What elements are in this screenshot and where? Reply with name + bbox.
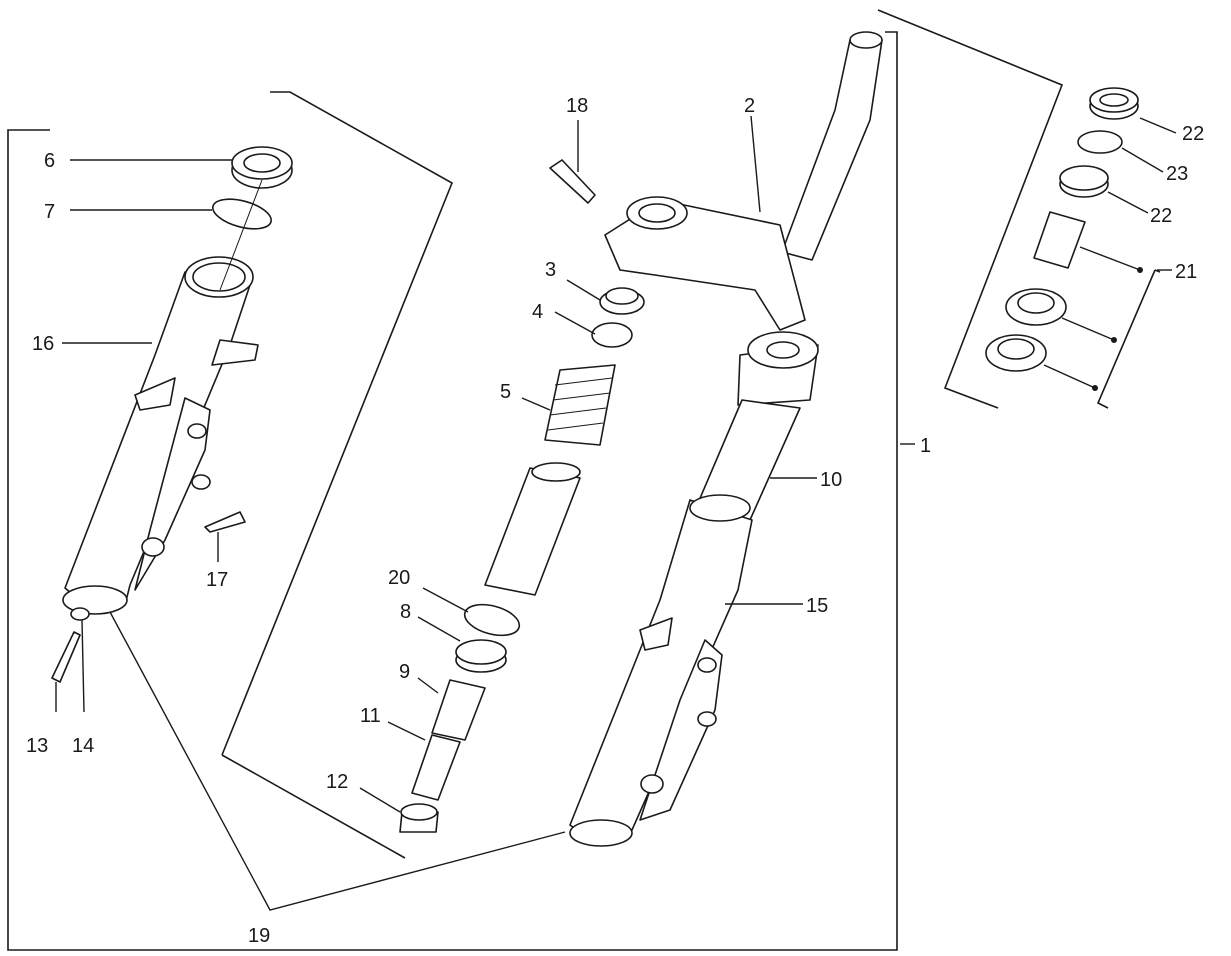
callout-label-13: 13 (26, 735, 48, 757)
leader-lines (55, 115, 1177, 813)
washer-23 (1077, 130, 1123, 154)
callout-label-4: 4 (532, 301, 543, 323)
lock-nut-22-upper (1089, 87, 1139, 120)
callout-label-17: 17 (206, 569, 228, 591)
damper-tube (484, 467, 581, 596)
callout-label-18: 18 (566, 95, 588, 117)
callout-label-9: 9 (399, 661, 410, 683)
o-ring (212, 198, 272, 230)
callout-label-12: 12 (326, 771, 348, 793)
circlip-20 (463, 603, 521, 637)
lock-nut-22-lower (1059, 165, 1109, 198)
callout-label-21: 21 (1175, 261, 1197, 283)
fork-seal-cap (231, 146, 293, 189)
adjuster-3 (599, 287, 645, 315)
screw-13 (51, 631, 81, 683)
spring-5 (544, 364, 616, 446)
callout-label-22-upper: 22 (1182, 123, 1204, 145)
spacer-4 (591, 322, 633, 348)
callout-label-11: 11 (360, 705, 381, 727)
callout-label-20: 20 (388, 567, 410, 589)
assembly-19-leader (109, 611, 566, 911)
steering-stem (604, 31, 883, 406)
callout-label-2: 2 (744, 95, 755, 117)
callout-label-5: 5 (500, 381, 511, 403)
bearing-race-sleeve (1033, 211, 1086, 269)
callout-label-10: 10 (820, 469, 842, 491)
callout-label-19: 19 (248, 925, 270, 947)
bearing-lower (985, 334, 1047, 372)
callout-label-3: 3 (545, 259, 556, 281)
callout-label-14: 14 (72, 735, 94, 757)
bearing-set-frame (877, 9, 1161, 409)
callout-label-23: 23 (1166, 163, 1188, 185)
assembly-19-frame (221, 91, 454, 859)
washer-14 (70, 607, 90, 621)
right-fork-leg (569, 494, 753, 847)
callout-label-16: 16 (32, 333, 54, 355)
bushing-12 (399, 803, 439, 833)
callout-label-15: 15 (806, 595, 828, 617)
spring-9 (431, 679, 486, 741)
callout-label-8: 8 (400, 601, 411, 623)
callout-label-1: 1 (920, 435, 931, 457)
rod-11 (411, 734, 461, 801)
bearing-upper (1005, 288, 1067, 326)
callout-label-6: 6 (44, 150, 55, 172)
piston-8 (455, 639, 507, 673)
callout-label-22-lower: 22 (1150, 205, 1172, 227)
left-fork-leg (62, 256, 259, 615)
bolt-18 (549, 159, 596, 204)
callout-label-7: 7 (44, 201, 55, 223)
screw-17 (204, 511, 246, 533)
assembly-1-frame (7, 31, 898, 951)
